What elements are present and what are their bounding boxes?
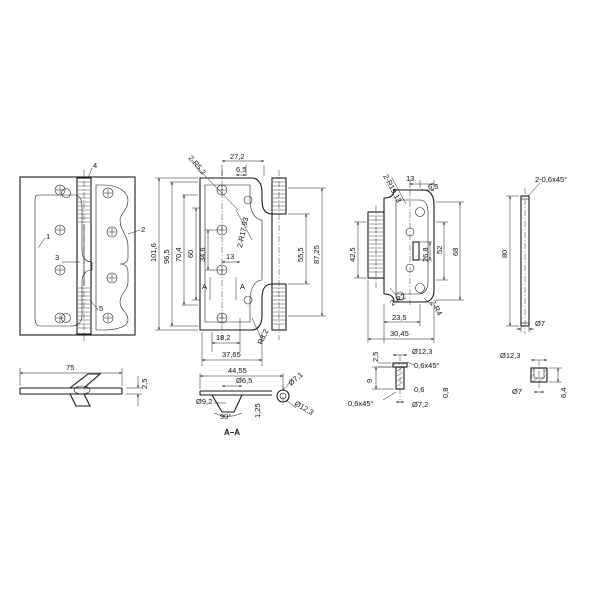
callout-5: 5 [99,304,103,313]
chamfer-top: 0,6x45° [414,361,440,370]
callout-3: 3 [55,253,59,262]
hinge-edge-view: 75 2,5 [19,363,149,407]
dim-70-4: 70,4 [174,247,183,262]
dim-18-2: 18,2 [216,333,231,342]
dim-d7-2: Ø7,2 [412,400,428,409]
radius-r4: 2-R4 [428,299,444,318]
dim-d12-3-bushing: Ø12,3 [412,347,432,356]
outer-leaf-view: 13 6,5 2-R19,13 42,5 26,8 52 68 2-R2 2-R… [348,173,464,343]
angle-90: 90° [220,412,231,421]
dim-thickness-2-5: 2,5 [140,379,149,389]
dim-96-5: 96,5 [162,249,171,264]
dim-d7-pin: Ø7 [535,319,545,328]
dim-0-8: 0,8 [441,388,450,398]
chamfer-bottom: 0,6x45° [348,399,374,408]
radius-r19-13: 2-R19,13 [381,173,403,204]
dim-27-2: 27,2 [230,152,245,161]
dim-1-25: 1,25 [253,403,262,418]
dim-26-8: 26,8 [421,247,430,262]
cap-view: Ø12,3 Ø7 6,4 [500,351,568,398]
dim-23-5: 23,5 [392,313,407,322]
dim-80: 80 [500,250,509,258]
dim-52: 52 [435,246,444,254]
dim-2-5-bushing: 2,5 [371,352,380,362]
dim-87-25: 87,25 [312,245,321,264]
dim-42-5: 42,5 [348,247,357,262]
inner-leaf-view: A A 27,2 6,5 2-R5,2 2-R17,93 101,6 96,5 … [149,152,326,366]
dim-60: 60 [186,250,195,258]
section-mark-a-left: A [202,282,207,291]
bushing-view: Ø12,3 0,6x45° 2,5 9 0,6 0,8 0,6x45° Ø7,2 [348,347,450,409]
dim-30-45: 30,45 [390,329,409,338]
section-title: A–A [224,428,240,437]
dim-44-55: 44,55 [228,366,247,375]
dim-6-5: 6,5 [236,165,246,174]
dim-6-5-view3: 6,5 [428,182,438,191]
chamfer-pin: 2-0,6x45° [535,175,567,184]
dim-d7-cap: Ø7 [512,387,522,396]
radius-r5-2: 2-R5,2 [186,154,207,177]
dim-13-view2: 13 [226,252,234,261]
dim-9: 9 [365,379,374,383]
dim-d6-5: Ø6,5 [236,376,252,385]
dim-37-65: 37,65 [222,350,241,359]
dim-101-6: 101,6 [149,243,158,262]
dim-d12-3-section: Ø12,3 [293,399,315,417]
dim-55-5: 55,5 [296,247,305,262]
dim-0-6: 0,6 [414,385,424,394]
pin-view: 2-0,6x45° 80 Ø7 [500,175,567,334]
dim-d9-2: Ø9,2 [196,397,212,406]
dim-d7-1: Ø7,1 [287,370,305,387]
section-a-a-view: 44,55 Ø6,5 Ø7,1 Ø9,2 90° Ø12,3 1,25 A–A [196,366,315,437]
dim-68: 68 [451,248,460,256]
dim-34-6: 34,6 [198,247,207,262]
dim-13-view3: 13 [406,174,414,183]
dim-d12-3-cap: Ø12,3 [500,351,520,360]
section-mark-a-right: A [240,282,245,291]
dim-6-4: 6,4 [559,388,568,398]
hinge-front-view: 4 2 1 3 5 [19,161,145,342]
callout-4: 4 [93,161,97,170]
callout-2: 2 [141,225,145,234]
dim-width-75: 75 [66,363,74,372]
callout-1: 1 [46,232,50,241]
